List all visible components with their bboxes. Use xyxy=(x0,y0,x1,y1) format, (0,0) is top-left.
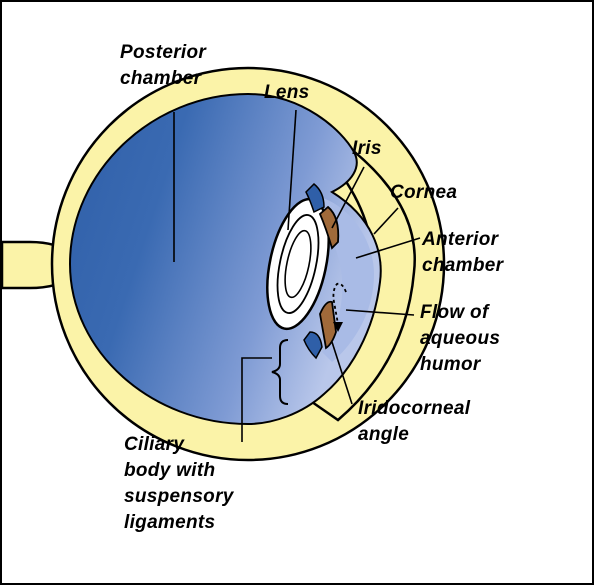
label-posterior-chamber-2: chamber xyxy=(120,68,203,89)
label-ciliary-1: Ciliary xyxy=(124,434,185,455)
label-ciliary-3: suspensory xyxy=(124,486,235,507)
label-posterior-chamber-1: Posterior xyxy=(120,42,207,63)
label-iridocorneal-1: Iridocorneal xyxy=(358,398,471,419)
label-flow-1: Flow of xyxy=(420,302,490,323)
label-iris: Iris xyxy=(352,138,382,159)
label-lens: Lens xyxy=(264,82,310,103)
label-ciliary-4: ligaments xyxy=(124,512,215,533)
label-cornea: Cornea xyxy=(390,182,457,203)
label-flow-3: humor xyxy=(420,354,482,375)
label-ciliary-2: body with xyxy=(124,460,215,481)
label-anterior-chamber-2: chamber xyxy=(422,255,505,276)
label-iridocorneal-2: angle xyxy=(358,424,409,445)
label-anterior-chamber-1: Anterior xyxy=(421,229,500,250)
label-flow-2: aqueous xyxy=(420,328,500,349)
